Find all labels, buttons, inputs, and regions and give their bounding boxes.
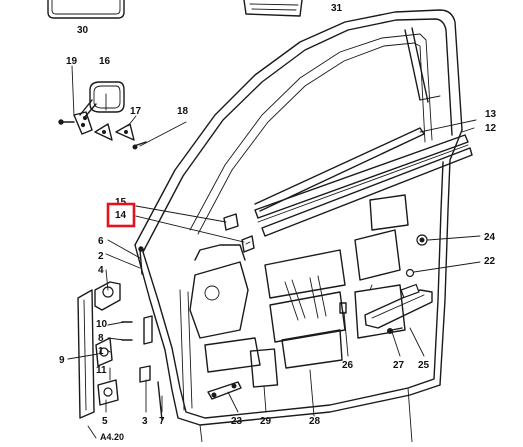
callout-26: 26	[342, 360, 354, 371]
hinge-hardware	[77, 246, 163, 421]
callout-8: 8	[98, 333, 104, 344]
part-26-clip	[339, 302, 347, 314]
inner-panel	[189, 194, 409, 373]
part-25-armrest	[364, 283, 433, 329]
part-27-screw	[387, 327, 403, 334]
callout-12: 12	[485, 123, 497, 134]
callout-2: 2	[98, 251, 104, 262]
callout-29: 29	[260, 416, 272, 427]
highlight-box-callout-14	[106, 202, 136, 228]
callout-15: 15	[115, 197, 127, 208]
callout-11: 11	[96, 365, 107, 376]
callout-14: 14	[115, 210, 127, 221]
part-30-fragment	[47, 0, 125, 19]
callout-24: 24	[484, 232, 496, 243]
part-29-pad	[249, 348, 279, 388]
door-shell	[134, 129, 463, 443]
callout-28: 28	[309, 416, 321, 427]
callout-19: 19	[66, 56, 78, 67]
leader-lines	[67, 65, 481, 439]
part-24-bumper	[416, 234, 428, 246]
callout-7: 7	[159, 416, 165, 427]
callout-30: 30	[77, 25, 89, 36]
callout-27: 27	[393, 360, 405, 371]
callout-31: 31	[331, 3, 343, 14]
callout-13: 13	[485, 109, 497, 120]
callout-1: 1	[98, 346, 104, 357]
callout-23: 23	[231, 416, 243, 427]
callout-4: 4	[98, 265, 104, 276]
callout-22: 22	[484, 256, 496, 267]
callout-25: 25	[418, 360, 430, 371]
part-15-bracket	[223, 213, 239, 231]
window-frame	[134, 9, 463, 253]
mirror-assembly	[58, 81, 147, 150]
part-31-fragment	[243, 0, 303, 17]
reference-code: A4.20	[100, 432, 124, 442]
part-14-bracket	[241, 235, 255, 253]
callout-6: 6	[98, 236, 104, 247]
callout-18: 18	[177, 106, 189, 117]
callout-3: 3	[142, 416, 148, 427]
callout-5: 5	[102, 416, 108, 427]
callout-10: 10	[96, 319, 108, 330]
callout-9: 9	[59, 355, 65, 366]
window-guide-strips	[254, 127, 473, 237]
part-22-plug	[405, 268, 415, 278]
callout-labels: 30 31 19 16 17 18 13 12 15 14 6 2 4 24 2…	[59, 3, 497, 442]
callout-17: 17	[130, 106, 142, 117]
part-23-strip	[207, 381, 242, 400]
callout-16: 16	[99, 56, 111, 67]
